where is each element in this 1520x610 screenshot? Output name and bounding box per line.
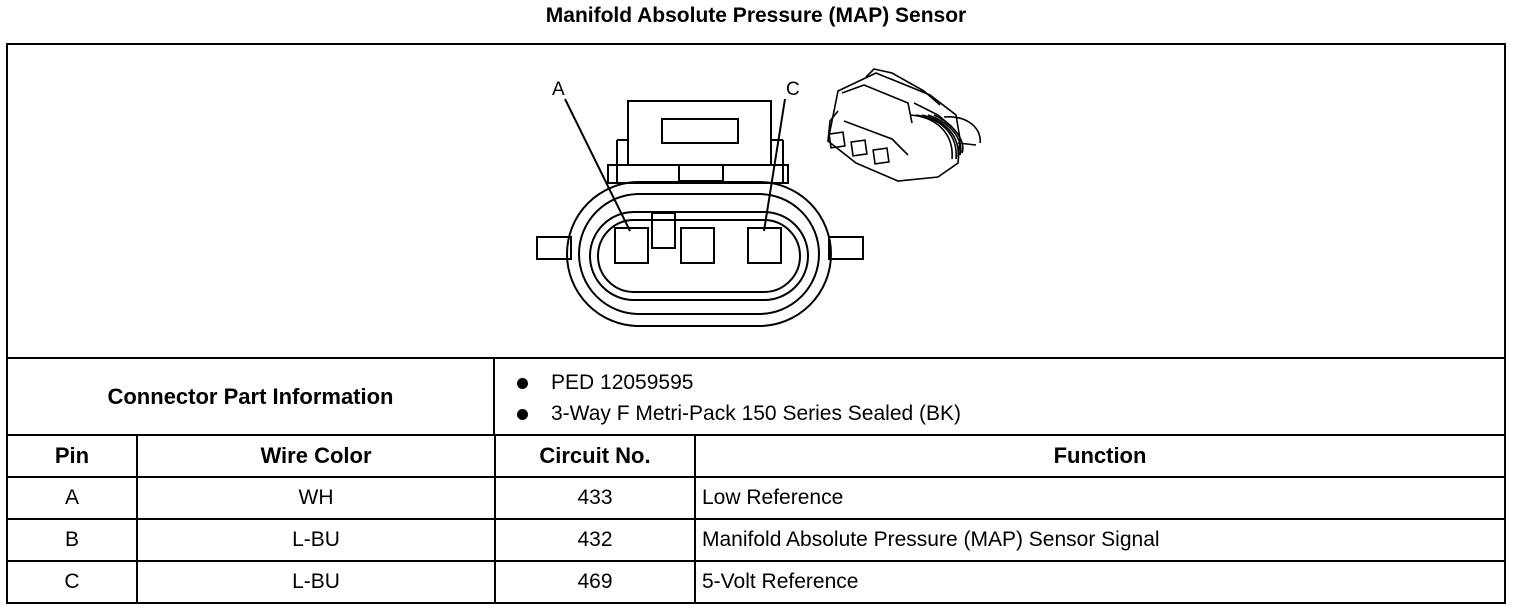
connector-face-illustration: A C [536, 68, 981, 327]
cell-function: Low Reference [694, 476, 1504, 520]
callout-c: C [786, 79, 800, 100]
cell-wire-color: L-BU [136, 518, 496, 562]
connector-part-info: Connector Part Information PED 12059595 … [8, 359, 1504, 436]
bullet-icon [517, 378, 528, 389]
cell-pin: B [8, 518, 138, 562]
connector-info-item: 3-Way F Metri-Pack 150 Series Sealed (BK… [495, 398, 1504, 429]
connector-diagram: A C [8, 45, 1504, 359]
page-title: Manifold Absolute Pressure (MAP) Sensor [545, 4, 967, 27]
header-function: Function [694, 436, 1504, 478]
table-row: A WH 433 Low Reference [8, 476, 1504, 520]
table-header-row: Pin Wire Color Circuit No. Function [8, 436, 1504, 478]
cell-pin: C [8, 560, 138, 602]
connector-info-item: PED 12059595 [495, 367, 1504, 398]
connector-description: 3-Way F Metri-Pack 150 Series Sealed (BK… [551, 402, 962, 425]
cell-wire-color: L-BU [136, 560, 496, 602]
part-number: PED 12059595 [551, 371, 694, 394]
connector-info-label: Connector Part Information [8, 359, 495, 434]
callout-a: A [552, 79, 565, 100]
bullet-icon [517, 409, 528, 420]
pinout-table: Pin Wire Color Circuit No. Function A WH… [8, 436, 1504, 602]
header-wire-color: Wire Color [136, 436, 496, 478]
table-row: C L-BU 469 5-Volt Reference [8, 560, 1504, 602]
cell-function: Manifold Absolute Pressure (MAP) Sensor … [694, 518, 1504, 562]
header-pin: Pin [8, 436, 138, 478]
connector-sheet: A C Connecto [6, 43, 1506, 604]
cell-function: 5-Volt Reference [694, 560, 1504, 602]
cell-wire-color: WH [136, 476, 496, 520]
cell-circuit-no: 433 [494, 476, 696, 520]
header-circuit-no: Circuit No. [494, 436, 696, 478]
connector-isometric-thumbnail [827, 68, 981, 182]
cell-circuit-no: 469 [494, 560, 696, 602]
cell-circuit-no: 432 [494, 518, 696, 562]
connector-info-list: PED 12059595 3-Way F Metri-Pack 150 Seri… [495, 359, 1504, 434]
table-row: B L-BU 432 Manifold Absolute Pressure (M… [8, 518, 1504, 562]
cell-pin: A [8, 476, 138, 520]
